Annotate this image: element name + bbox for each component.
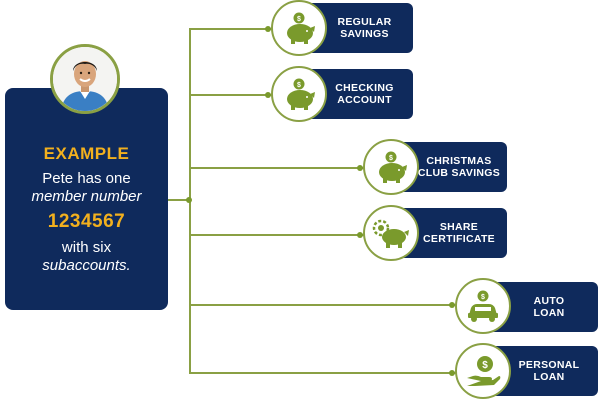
- example-text-line1: Pete has one: [42, 170, 131, 187]
- piggy-bank-gear-icon: [372, 219, 409, 248]
- subaccount-badge: $: [271, 66, 327, 122]
- example-text-line3: with six: [61, 239, 112, 256]
- piggy-bank-icon: $: [379, 151, 407, 183]
- connector-6: [189, 372, 457, 374]
- connector-4: [189, 234, 365, 236]
- member-number: 1234567: [47, 211, 126, 232]
- example-text-line2: member number: [31, 188, 142, 205]
- svg-text:$: $: [481, 294, 485, 301]
- connector-dot: [449, 302, 455, 308]
- piggy-bank-icon: $: [287, 12, 315, 44]
- person-avatar-icon: [53, 47, 117, 111]
- svg-text:$: $: [389, 155, 393, 162]
- connector-dot: [449, 370, 455, 376]
- example-text-line4: subaccounts.: [42, 257, 131, 274]
- svg-text:$: $: [297, 82, 301, 89]
- connector-5: [189, 304, 457, 306]
- hand-coin-icon: $: [467, 356, 501, 386]
- subaccount-label: PERSONAL LOAN: [518, 359, 580, 383]
- connector-dot: [357, 165, 363, 171]
- connector-3: [189, 167, 365, 169]
- connector-main: [168, 199, 190, 201]
- example-card: EXAMPLE Pete has one member number 12345…: [5, 88, 168, 310]
- svg-text:$: $: [297, 16, 301, 23]
- subaccount-badge: $: [455, 343, 511, 399]
- subaccount-badge: $: [455, 278, 511, 334]
- connector-1: [189, 28, 273, 30]
- connector-dot: [186, 197, 192, 203]
- subaccount-label: CHRISTMAS CLUB SAVINGS: [417, 155, 501, 179]
- connector-dot: [265, 92, 271, 98]
- example-heading: EXAMPLE: [43, 144, 130, 163]
- avatar: [50, 44, 120, 114]
- connector-2: [189, 94, 273, 96]
- piggy-bank-icon: $: [287, 78, 315, 110]
- subaccount-label: CHECKING ACCOUNT: [335, 82, 394, 106]
- subaccount-label: REGULAR SAVINGS: [337, 16, 392, 40]
- connector-dot: [265, 26, 271, 32]
- car-coin-icon: $: [468, 290, 498, 322]
- subaccount-label: SHARE CERTIFICATE: [423, 221, 495, 245]
- connector-dot: [357, 232, 363, 238]
- svg-text:$: $: [482, 360, 488, 371]
- subaccount-label: AUTO LOAN: [533, 295, 565, 319]
- subaccount-badge: $: [363, 139, 419, 195]
- subaccount-badge: $: [271, 0, 327, 56]
- subaccount-badge: [363, 205, 419, 261]
